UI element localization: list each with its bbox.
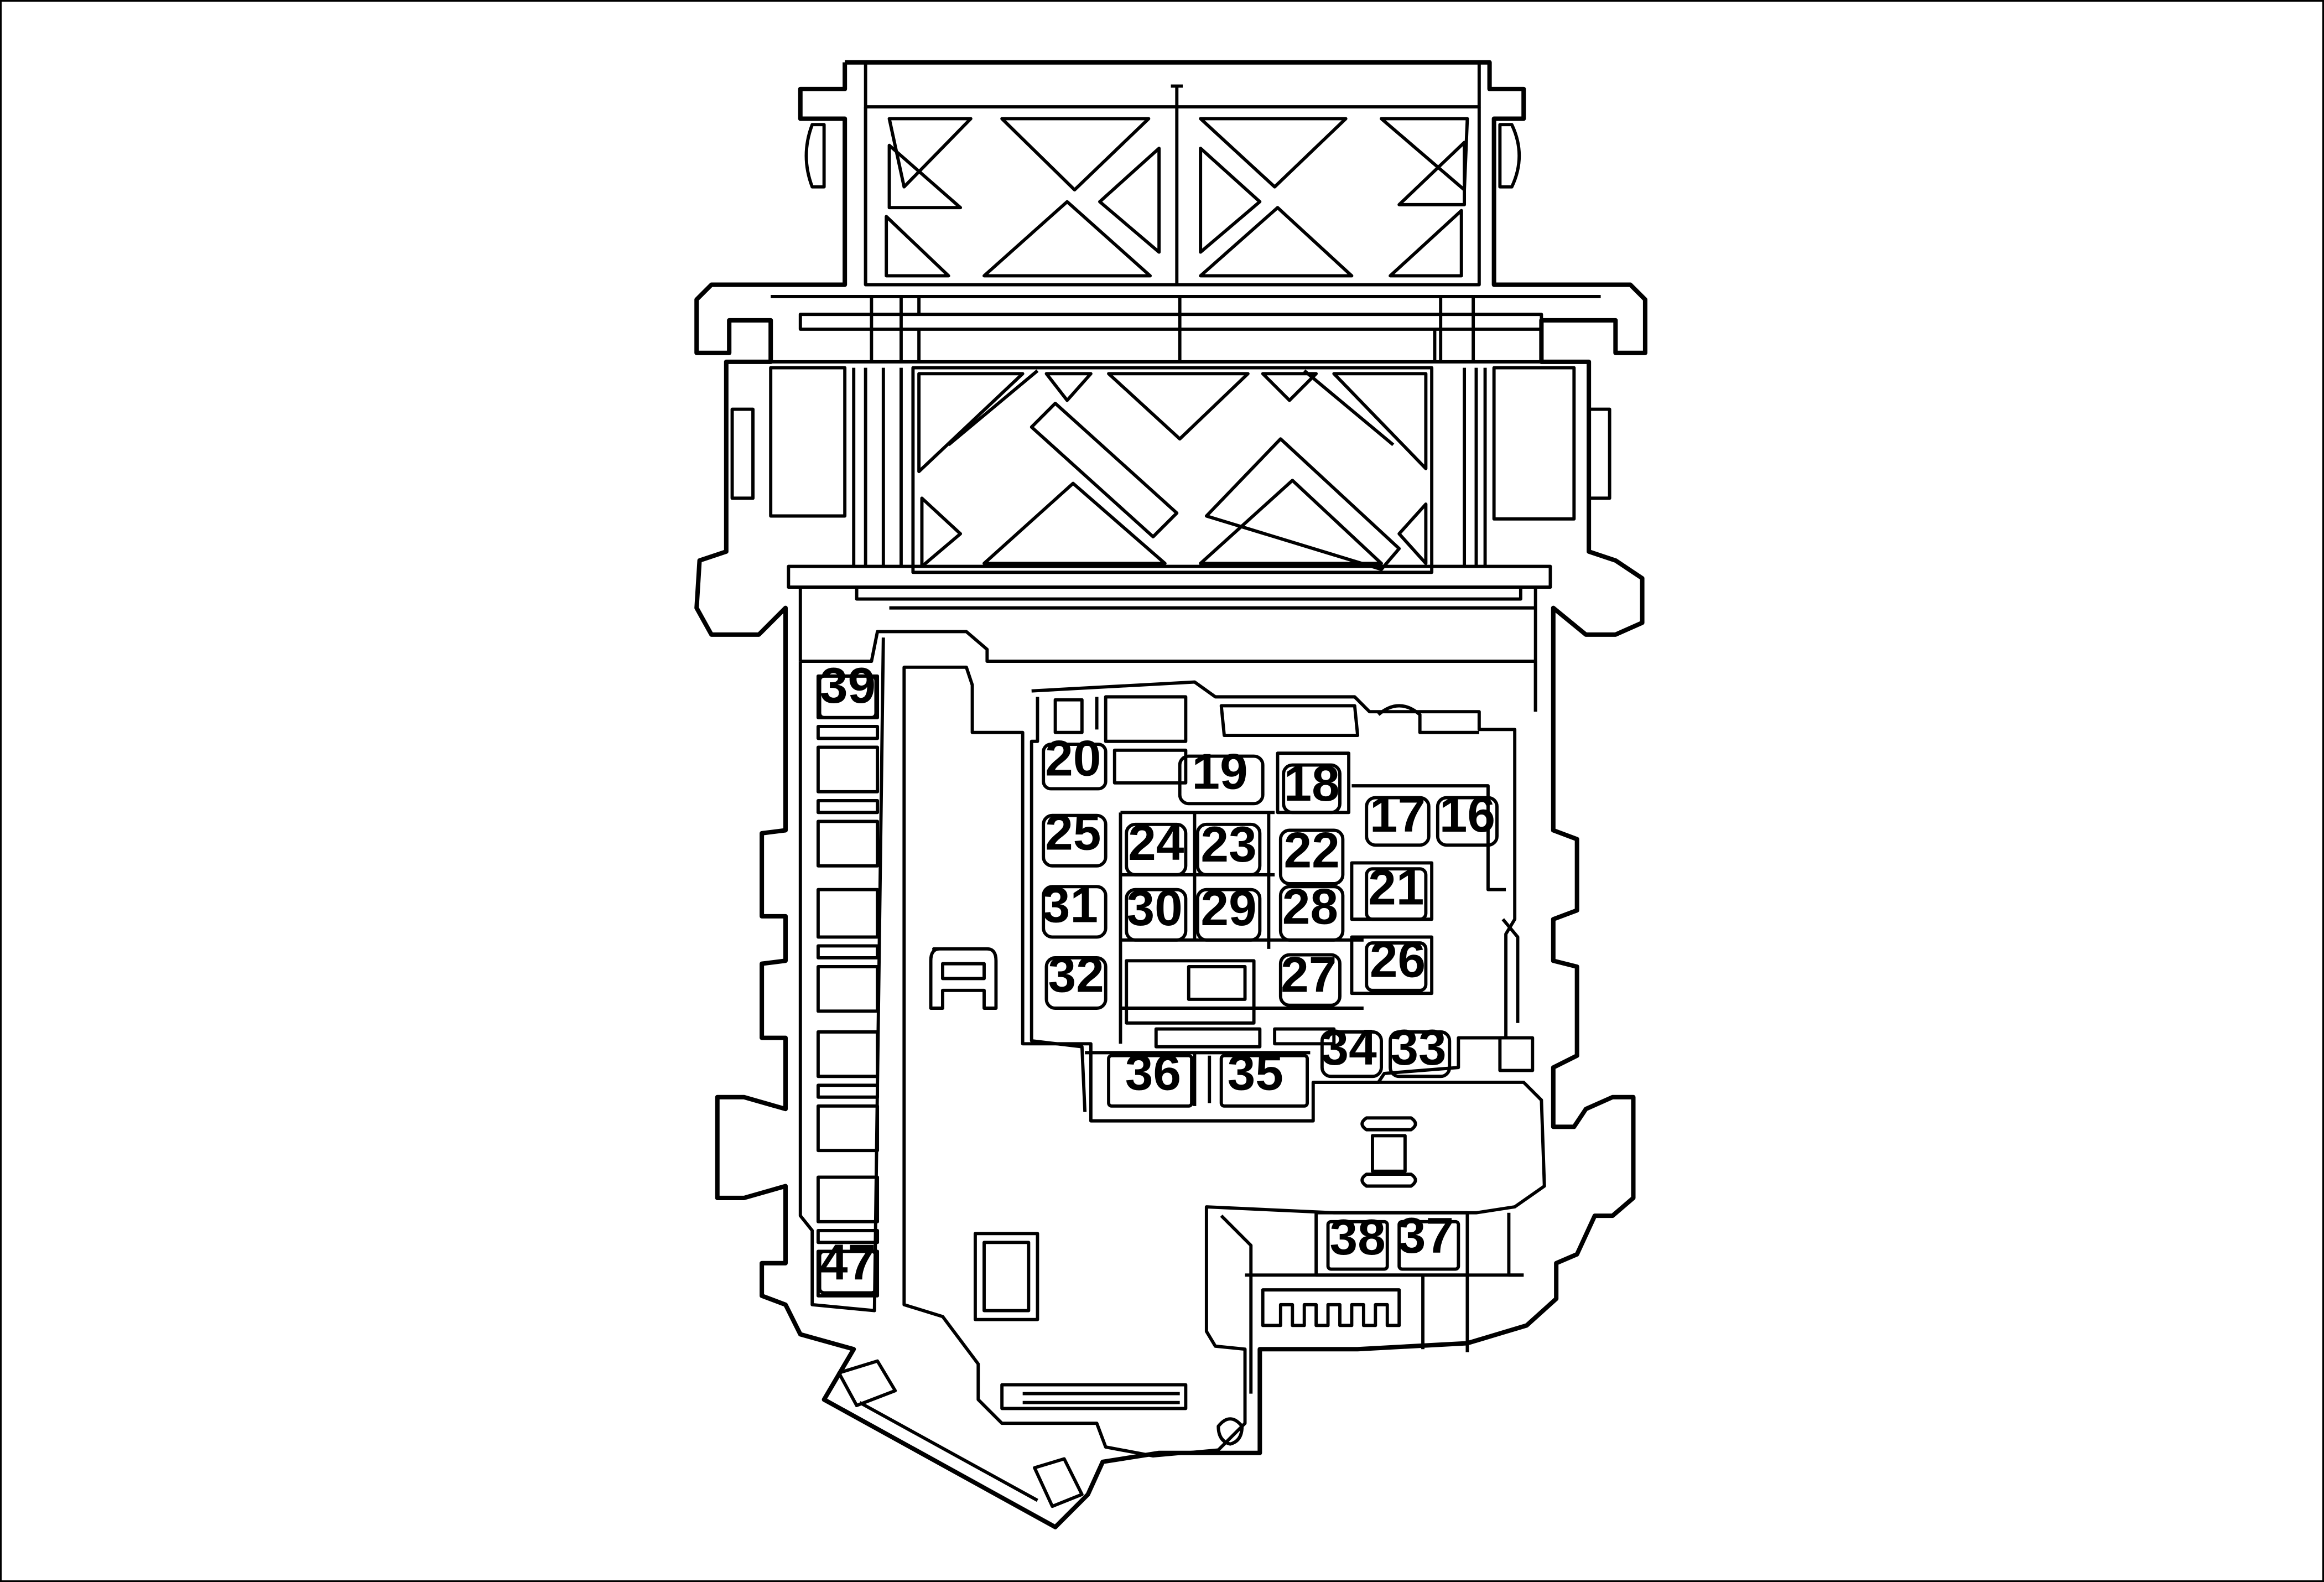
fuse-label-27: 27 (1281, 947, 1337, 1003)
fuse-label-39: 39 (820, 658, 876, 714)
fuse-label-38: 38 (1329, 1210, 1385, 1265)
fuse-label-19: 19 (1192, 744, 1247, 800)
fuse-slots (818, 674, 1499, 1295)
fuse-label-26: 26 (1370, 932, 1426, 988)
fuse-label-18: 18 (1283, 756, 1339, 812)
fuse-label-34: 34 (1320, 1020, 1377, 1076)
upper-frame (694, 60, 1647, 712)
fuse-label-37: 37 (1398, 1208, 1454, 1264)
main-body (715, 630, 1636, 1529)
fuse-label-30: 30 (1126, 880, 1182, 936)
fuse-label-20: 20 (1045, 730, 1101, 786)
fuse-label-35: 35 (1228, 1045, 1283, 1101)
fuse-label-29: 29 (1200, 880, 1256, 936)
fuse-label-28: 28 (1282, 879, 1338, 935)
fuse-label-23: 23 (1200, 817, 1256, 873)
fuse-label-31: 31 (1042, 878, 1098, 933)
fuse-label-21: 21 (1368, 859, 1424, 915)
fuse-label-36: 36 (1125, 1045, 1181, 1101)
fuse-label-47: 47 (820, 1235, 876, 1290)
fuse-label-16: 16 (1439, 787, 1495, 843)
fuse-label-25: 25 (1045, 805, 1101, 860)
fuse-label-24: 24 (1128, 815, 1184, 871)
fuse-label-32: 32 (1048, 947, 1104, 1003)
fuse-label-22: 22 (1283, 822, 1339, 878)
fuse-labels: 16 17 18 19 20 21 22 23 24 25 26 27 28 2… (820, 658, 1495, 1290)
fuse-label-33: 33 (1390, 1020, 1446, 1076)
fuse-label-17: 17 (1370, 787, 1426, 843)
